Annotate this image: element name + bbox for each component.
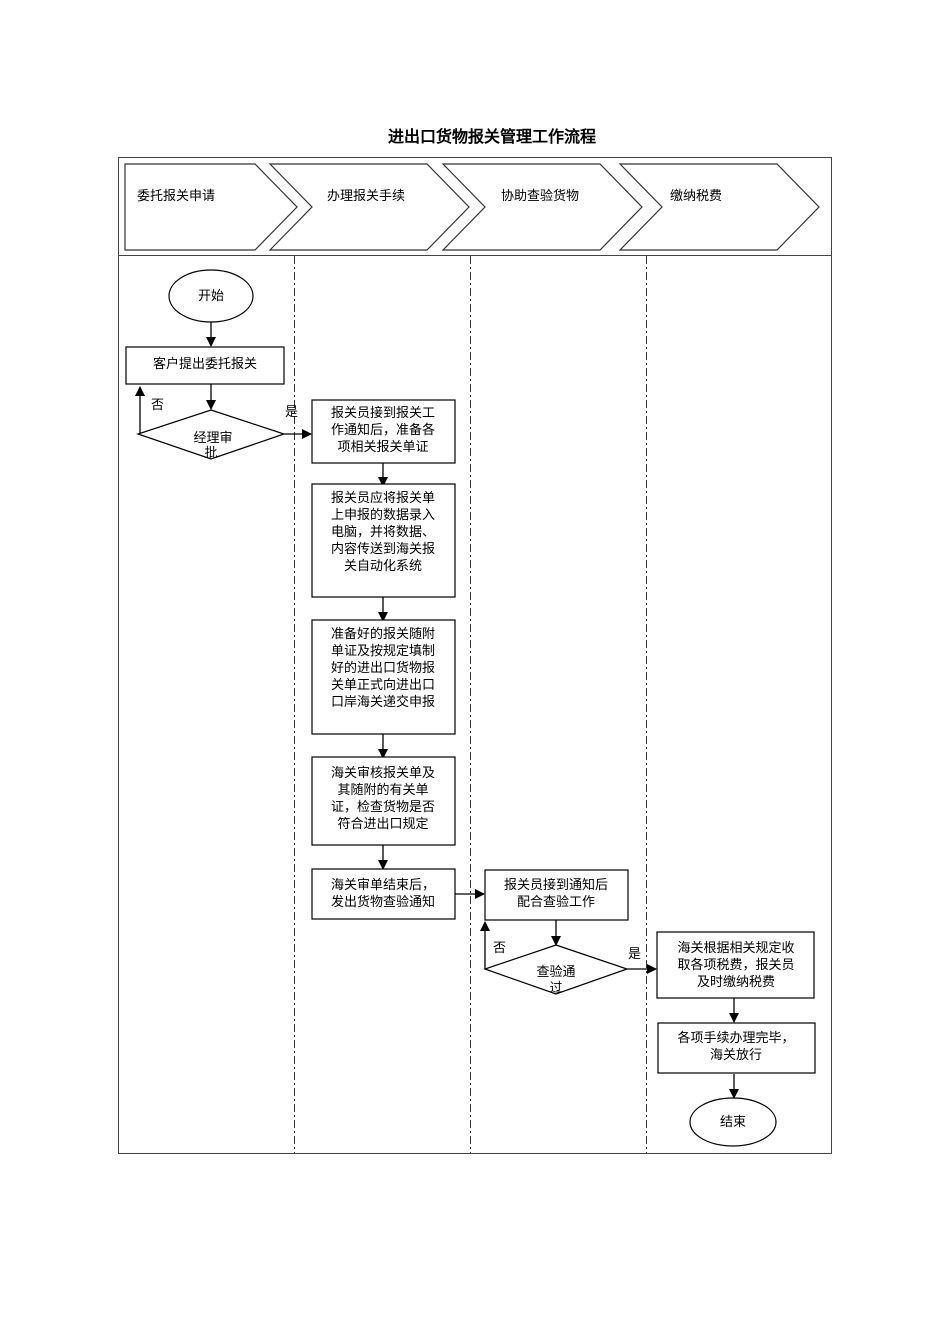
manager-approval-line-1: 经理审: [193, 431, 232, 446]
prepare-docs-line-2: 作通知后，准备各: [331, 422, 435, 438]
inspection-pass-line-2: 过: [549, 981, 562, 996]
prepare-docs-line-1: 报关员接到报关工: [331, 405, 435, 421]
phase-chevron-4: [618, 163, 820, 251]
end-node: [689, 1097, 777, 1147]
customs-review-box: [311, 756, 456, 846]
customs-review-line-3: 证，检查货物是否: [331, 799, 435, 815]
end-label: 结束: [720, 1115, 746, 1130]
start-label: 开始: [198, 289, 224, 304]
enter-data-line-4: 内容传送到海关报: [331, 541, 435, 557]
inspection-notice-line-2: 发出货物查验通知: [331, 894, 435, 910]
client-request-label: 客户提出委托报关: [153, 356, 257, 372]
phase-label-2: 办理报关手续: [327, 189, 405, 204]
manager-approval-line-2: 批: [204, 446, 217, 461]
phase-header: 委托报关申请 办理报关手续 协助查验货物 缴纳税费: [124, 163, 820, 251]
submit-declaration-line-1: 准备好的报关随附: [331, 626, 435, 642]
prepare-docs-line-3: 项相关报关单证: [337, 440, 428, 455]
connectors: [135, 322, 739, 1099]
release-line-1: 各项手续办理完毕，: [677, 1030, 794, 1046]
submit-declaration-line-3: 好的进出口货物报: [331, 660, 435, 676]
enter-data-line-5: 关自动化系统: [344, 559, 422, 574]
submit-declaration-line-2: 单证及按规定填制: [331, 644, 435, 659]
pay-taxes-line-3: 及时缴纳税费: [697, 975, 775, 990]
enter-data-line-1: 报关员应将报关单: [331, 490, 435, 506]
inspection-notice-line-1: 海关审单结束后，: [331, 878, 435, 893]
page-title: 进出口货物报关管理工作流程: [388, 127, 596, 146]
submit-declaration-line-4: 关单正式向进出口: [331, 677, 435, 693]
inspection-pass-line-1: 查验通: [536, 964, 575, 980]
inspection-pass-decision: [483, 944, 629, 995]
cooperate-inspection-line-2: 配合查验工作: [517, 894, 595, 910]
customs-review-line-4: 符合进出口规定: [337, 816, 428, 832]
phase-label-1: 委托报关申请: [137, 189, 215, 204]
submit-declaration-box: [311, 619, 456, 735]
outer-frame: [118, 157, 832, 1154]
approval-no-label: 否: [151, 398, 164, 413]
swimlane-dividers: [294, 256, 647, 1153]
start-node: [168, 269, 254, 323]
release-box: [657, 1022, 816, 1074]
pay-taxes-line-1: 海关根据相关规定收: [677, 941, 794, 956]
phase-chevron-3: [441, 163, 643, 251]
manager-approval-decision: [136, 409, 286, 460]
phase-label-3: 协助查验货物: [501, 188, 579, 204]
approval-yes-label: 是: [285, 405, 298, 420]
inspection-no-label: 否: [493, 941, 506, 956]
inspection-notice-box: [311, 868, 456, 920]
client-request-box: [125, 346, 285, 385]
pay-taxes-line-2: 取各项税费，报关员: [677, 957, 794, 973]
enter-data-line-3: 电脑，并将数据、: [331, 525, 435, 540]
phase-chevron-2: [268, 163, 470, 251]
cooperate-inspection-line-1: 报关员接到通知后: [504, 877, 608, 893]
prepare-docs-box: [311, 399, 456, 464]
phase-label-4: 缴纳税费: [670, 189, 722, 204]
submit-declaration-line-5: 口岸海关递交申报: [331, 694, 435, 710]
phase-chevron-1: [124, 163, 298, 251]
cooperate-inspection-box: [484, 869, 629, 921]
pay-taxes-box: [656, 931, 815, 999]
customs-review-line-1: 海关审核报关单及: [331, 766, 435, 781]
enter-data-box: [311, 483, 456, 598]
inspection-yes-label: 是: [628, 947, 641, 962]
customs-review-line-2: 其随附的有关单: [337, 782, 428, 798]
enter-data-line-2: 上申报的数据录入: [331, 507, 435, 523]
release-line-2: 海关放行: [710, 1048, 762, 1063]
